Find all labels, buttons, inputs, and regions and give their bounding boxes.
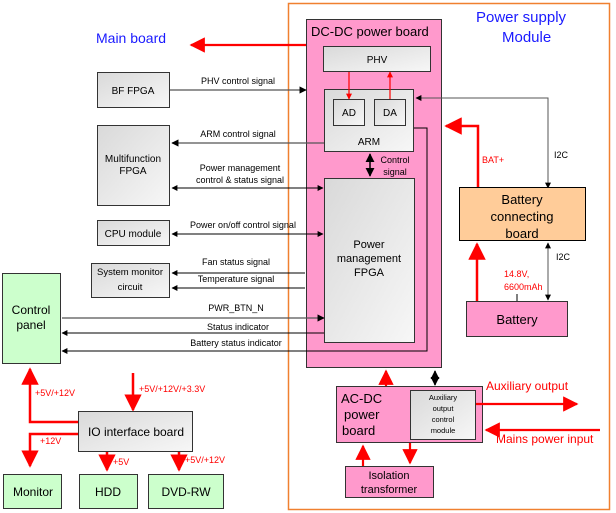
control-panel-label-2: panel bbox=[16, 318, 45, 332]
io-board-label: IO interface board bbox=[88, 425, 184, 439]
mains-power-input-label: Mains power input bbox=[496, 432, 594, 446]
io-to-monitor-power bbox=[21, 432, 78, 468]
monitor-voltage: +12V bbox=[40, 436, 61, 446]
battery-board-label-1: Battery bbox=[501, 192, 543, 207]
i2c-label-2: I2C bbox=[556, 252, 571, 262]
pm-fpga-label-1: Power bbox=[353, 239, 385, 251]
da-block[interactable] bbox=[374, 99, 406, 126]
battery-status-label: Battery status indicator bbox=[190, 338, 282, 348]
io-to-control-panel-power bbox=[21, 367, 78, 424]
arm-control-signal-label: ARM control signal bbox=[200, 129, 276, 139]
pm-status-label-2: control & status signal bbox=[196, 175, 284, 185]
aux-module-label-2: output bbox=[433, 404, 455, 413]
hdd-block[interactable] bbox=[79, 474, 138, 509]
dvd-rw-block[interactable] bbox=[148, 474, 224, 509]
bat-plus-label: BAT+ bbox=[482, 155, 504, 165]
i2c-label-1: I2C bbox=[554, 150, 569, 160]
control-signal-label-1: Control bbox=[380, 155, 409, 165]
auxiliary-output-label: Auxiliary output bbox=[486, 379, 569, 393]
phv-control-signal-label: PHV control signal bbox=[201, 76, 275, 86]
monitor-block[interactable] bbox=[3, 474, 62, 509]
isolation-label-2: transformer bbox=[361, 484, 418, 496]
system-monitor-label-1: System monitor bbox=[97, 267, 163, 278]
power-management-fpga[interactable] bbox=[324, 178, 415, 343]
pm-status-label-1: Power management bbox=[200, 163, 281, 173]
aux-module-label-4: module bbox=[431, 426, 456, 435]
multifunction-fpga-label-2: FPGA bbox=[119, 166, 147, 177]
system-monitor-label-2: circuit bbox=[118, 282, 143, 293]
pm-fpga-label-2: management bbox=[337, 253, 401, 265]
ad-label: AD bbox=[342, 108, 356, 119]
arm-label: ARM bbox=[358, 137, 380, 148]
dvd-label: DVD-RW bbox=[161, 485, 211, 499]
isolation-transformer[interactable] bbox=[345, 466, 434, 498]
battery-block[interactable] bbox=[466, 301, 568, 337]
dcdc-title: DC-DC power board bbox=[311, 24, 429, 39]
control-signal-label-2: signal bbox=[383, 167, 407, 177]
temperature-label: Temperature signal bbox=[198, 274, 275, 284]
acdc-label-1: AC-DC bbox=[341, 391, 382, 406]
isolation-label-1: Isolation bbox=[369, 470, 410, 482]
battery-spec-2: 6600mAh bbox=[504, 282, 543, 292]
fan-status-label: Fan status signal bbox=[202, 257, 270, 267]
battery-spec-1: 14.8V, bbox=[504, 269, 529, 279]
io-interface-board[interactable] bbox=[78, 411, 193, 452]
auxiliary-output-control-module[interactable] bbox=[410, 390, 476, 440]
power-module-title-1: Power supply bbox=[476, 9, 567, 26]
aux-module-label-3: control bbox=[432, 415, 455, 424]
acdc-label-2: power bbox=[344, 407, 380, 422]
battery-board-label-3: board bbox=[505, 226, 538, 241]
i2c-arm-line bbox=[415, 95, 551, 189]
main-to-io-voltage: +5V/+12V/+3.3V bbox=[139, 384, 205, 394]
status-indicator-label: Status indicator bbox=[207, 322, 269, 332]
power-module-title-2: Module bbox=[502, 29, 551, 46]
bf-fpga-label: BF FPGA bbox=[112, 86, 155, 97]
phv-label: PHV bbox=[367, 55, 388, 66]
control-panel-label-1: Control bbox=[12, 303, 51, 317]
dvd-voltage: +5V/+12V bbox=[185, 455, 225, 465]
monitor-label: Monitor bbox=[13, 485, 53, 499]
da-label: DA bbox=[383, 108, 397, 119]
main-board-title: Main board bbox=[96, 30, 166, 46]
power-onoff-label: Power on/off control signal bbox=[190, 220, 296, 230]
cpu-module-label: CPU module bbox=[105, 229, 162, 240]
control-panel-voltage: +5V/+12V bbox=[35, 388, 75, 398]
battery-board-label-2: connecting bbox=[491, 209, 554, 224]
pwr-btn-label: PWR_BTN_N bbox=[208, 303, 264, 313]
acdc-label-3: board bbox=[342, 423, 375, 438]
battery-connecting-board[interactable] bbox=[459, 187, 586, 241]
hdd-voltage: +5V bbox=[113, 457, 129, 467]
multifunction-fpga-label-1: Multifunction bbox=[105, 154, 161, 165]
aux-module-label-1: Auxiliary bbox=[429, 393, 458, 402]
hdd-label: HDD bbox=[95, 485, 121, 499]
control-panel[interactable] bbox=[2, 273, 61, 364]
battery-label: Battery bbox=[496, 312, 538, 327]
pm-fpga-label-3: FPGA bbox=[354, 267, 385, 279]
phv-block[interactable] bbox=[323, 46, 431, 72]
